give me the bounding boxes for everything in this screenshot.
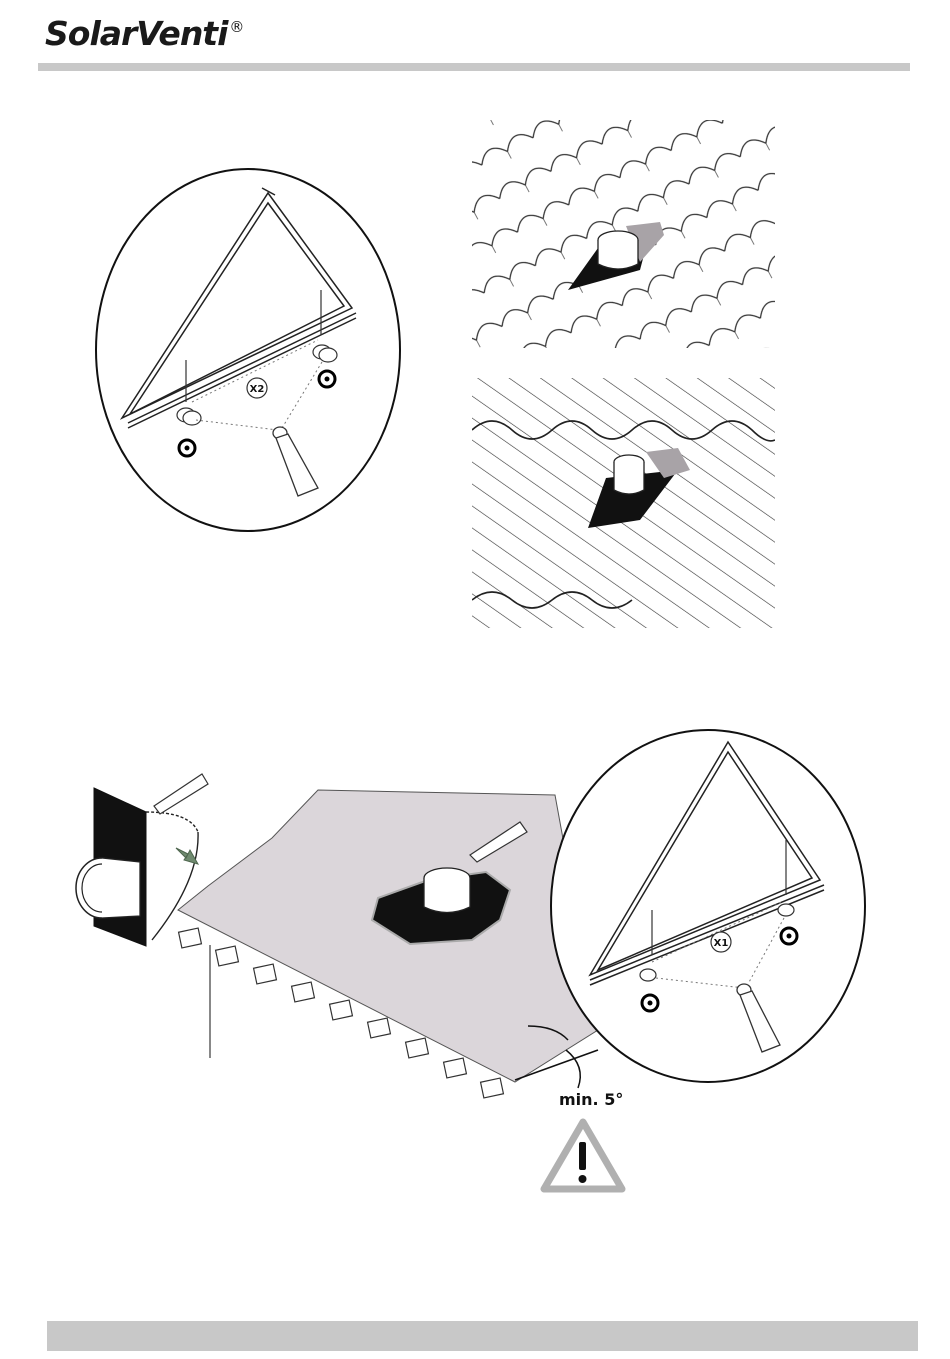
warning-icon: [544, 1122, 622, 1189]
target-marker-left: [642, 995, 658, 1011]
bracket-detail-bottom: X1: [551, 730, 865, 1082]
target-marker-right: [781, 928, 797, 944]
flat-roof-illustration: [178, 790, 598, 1098]
target-marker-left: [179, 440, 195, 456]
wall-inset: [76, 774, 208, 946]
multiplier-label: X2: [250, 384, 265, 395]
corrugated-roof-illustration: [472, 378, 775, 628]
min-angle-label: min. 5°: [559, 1090, 623, 1109]
tile-roof-illustration: [472, 120, 775, 348]
bracket-detail-top: X2: [96, 169, 400, 531]
multiplier-label: X1: [714, 938, 729, 949]
multiplier-badge: X1: [711, 932, 731, 952]
target-marker-right: [319, 371, 335, 387]
footer-bar: [47, 1321, 918, 1351]
multiplier-badge: X2: [247, 378, 267, 398]
arrow-icon: [176, 848, 198, 864]
